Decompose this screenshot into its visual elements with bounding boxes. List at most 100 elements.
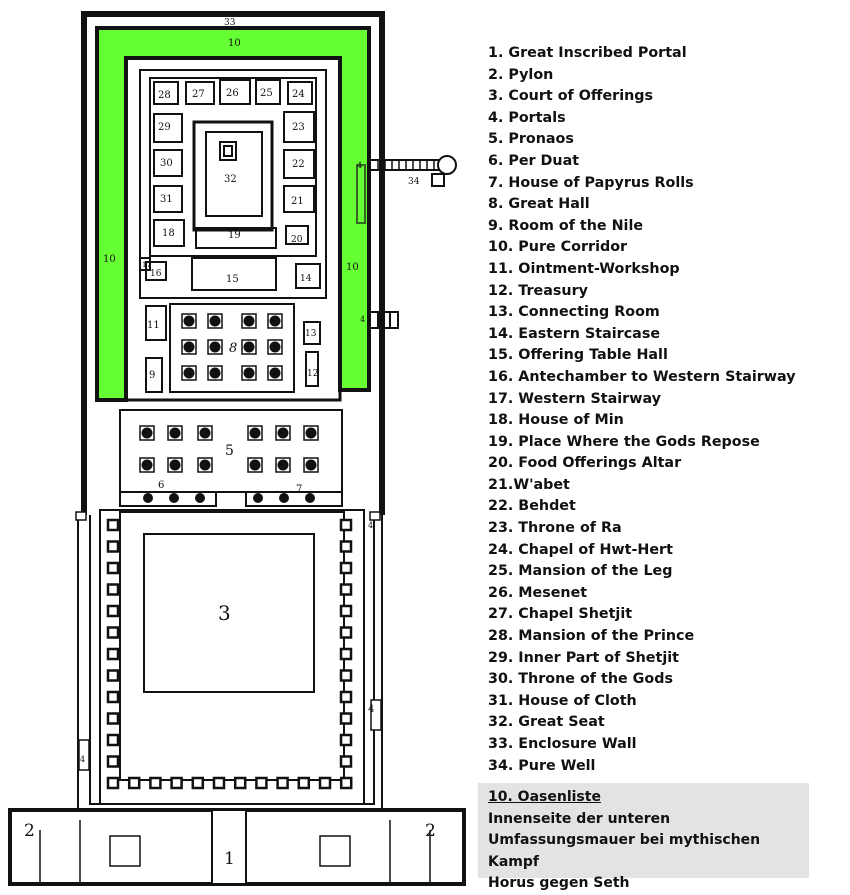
pronaos [119, 409, 343, 507]
label-34: 34 [408, 177, 420, 187]
legend-item: 14. Eastern Staircase [488, 325, 661, 342]
court-column [339, 733, 353, 747]
legend-item: 22. Behdet [488, 498, 576, 515]
court-column [106, 604, 120, 618]
court-column [212, 776, 226, 790]
pronaos-facade-columns [143, 493, 315, 503]
legend-item: 2. Pylon [488, 66, 554, 83]
label-30: 30 [160, 158, 173, 169]
hall-column-shaft [269, 367, 281, 379]
label-18: 18 [162, 228, 175, 239]
hall-column-shaft [209, 367, 221, 379]
note-line: Umfassungsmauer bei mythischen Kampf [488, 832, 761, 870]
great-hall [169, 303, 295, 393]
pronaos-column-shaft [169, 427, 181, 439]
legend-item: 12. Treasury [488, 282, 588, 299]
court-column [106, 776, 120, 790]
label-27: 27 [192, 89, 205, 100]
pronaos-column-shaft [141, 459, 153, 471]
court-column [106, 561, 120, 575]
label-3: 3 [218, 601, 231, 625]
court-column [106, 669, 120, 682]
label-10-top: 10 [228, 38, 241, 49]
court-column [339, 540, 353, 553]
legend-item: 8. Great Hall [488, 196, 590, 213]
pronaos-column-shaft [169, 459, 181, 471]
label-13: 13 [305, 329, 317, 339]
hall-column-shaft [209, 341, 221, 353]
legend-item: 5. Pronaos [488, 131, 574, 148]
label-26: 26 [226, 88, 239, 99]
label-4-lower-left: 4 [80, 755, 85, 764]
hall-column-shaft [183, 341, 195, 353]
hall-column-shaft [243, 367, 255, 379]
court-column [170, 776, 183, 790]
court-column [339, 712, 353, 725]
legend-item: 25. Mansion of the Leg [488, 563, 673, 580]
court-column [106, 540, 120, 553]
court-of-offerings [99, 509, 365, 805]
hall-column-shaft [183, 367, 195, 379]
label-1: 1 [224, 849, 235, 869]
east-portal [369, 311, 399, 329]
note-title: 10. Oasenliste [488, 789, 601, 805]
facade-column [279, 493, 289, 503]
pronaos-column-shaft [199, 459, 211, 471]
court-column [106, 518, 120, 532]
label-2-right: 2 [425, 821, 436, 841]
legend-item: 19. Place Where the Gods Repose [488, 433, 760, 450]
legend-item: 11. Ointment-Workshop [488, 260, 680, 277]
label-21: 21 [291, 196, 304, 207]
legend-item: 3. Court of Offerings [488, 88, 654, 105]
label-7: 7 [296, 484, 302, 495]
court-column [276, 776, 289, 790]
court-column [318, 776, 332, 790]
label-32: 32 [224, 174, 237, 185]
legend-item: 34. Pure Well [488, 757, 596, 774]
label-24: 24 [292, 89, 305, 100]
legend-item: 29. Inner Part of Shetjit [488, 649, 679, 666]
court-column [339, 561, 353, 575]
legend-item: 17. Western Stairway [488, 390, 661, 407]
court-column [191, 776, 205, 790]
label-14: 14 [300, 274, 312, 284]
label-4-east: 4 [360, 315, 365, 324]
legend-item: 7. House of Papyrus Rolls [488, 174, 694, 191]
label-22: 22 [292, 159, 305, 170]
legend-item: 16. Antechamber to Western Stairway [488, 368, 796, 385]
court-colonnade [106, 518, 353, 790]
court-column [339, 583, 353, 596]
legend-item: 23. Throne of Ra [488, 520, 622, 537]
pronaos-column-shaft [199, 427, 211, 439]
facade-column [143, 493, 153, 503]
legend-item: 30. Throne of the Gods [488, 671, 673, 688]
legend-item: 32. Great Seat [488, 714, 605, 731]
pronaos-column-shaft [305, 459, 317, 471]
label-4-well: 4 [357, 161, 362, 170]
legend-item: 6. Per Duat [488, 152, 580, 169]
label-8: 8 [229, 341, 237, 356]
facade-column [305, 493, 315, 503]
legend-item: 28. Mansion of the Prince [488, 628, 695, 645]
note-line: Horus gegen Seth [488, 875, 630, 891]
court-column [106, 626, 120, 639]
court-column [106, 712, 120, 725]
court-column [339, 776, 353, 790]
pronaos-column-shaft [249, 427, 261, 439]
court-column [106, 755, 120, 768]
label-11: 11 [147, 320, 160, 331]
legend-item: 26. Mesenet [488, 584, 588, 601]
label-10-right: 10 [346, 262, 359, 273]
legend-item: 20. Food Offerings Altar [488, 455, 682, 472]
hall-column-shaft [183, 315, 195, 327]
note-line: Innenseite der unteren [488, 810, 671, 827]
pylon [8, 808, 466, 886]
pure-well-steps [377, 160, 435, 170]
pronaos-column-shaft [305, 427, 317, 439]
pronaos-columns [139, 425, 319, 473]
pure-well-stair [356, 155, 457, 224]
pronaos-column-shaft [277, 427, 289, 439]
court-column [297, 776, 311, 790]
label-25: 25 [260, 88, 273, 99]
chapels [139, 79, 321, 393]
